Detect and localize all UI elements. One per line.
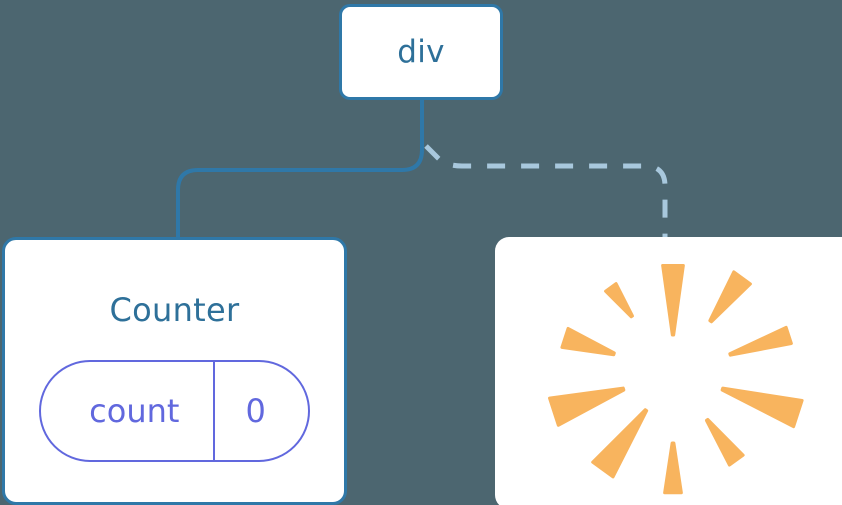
spinner-ray-5 <box>663 441 683 495</box>
state-value: 0 <box>245 392 266 430</box>
spinner-ray-2 <box>728 325 793 357</box>
spinner-ray-3 <box>720 386 804 429</box>
spinner-ray-8 <box>560 326 616 357</box>
node-pending[interactable] <box>495 237 842 505</box>
state-key: count <box>89 392 180 430</box>
state-pill-divider <box>213 362 216 460</box>
node-div[interactable]: div <box>339 4 503 100</box>
spinner-ray-7 <box>548 386 626 427</box>
node-counter[interactable]: Counter count 0 <box>2 237 347 505</box>
spinner-ray-1 <box>708 270 752 324</box>
spinner-icon <box>548 264 804 495</box>
spinner-ray-6 <box>591 408 649 479</box>
spinner-ray-0 <box>661 264 685 337</box>
spinner-ray-4 <box>704 417 745 467</box>
edge-div-to-counter <box>176 100 424 238</box>
node-div-label: div <box>397 33 445 70</box>
state-pill-count[interactable]: count 0 <box>39 360 310 462</box>
spinner-ray-9 <box>604 282 634 319</box>
node-counter-label: Counter <box>109 291 240 329</box>
edge-div-to-pending <box>424 144 668 238</box>
